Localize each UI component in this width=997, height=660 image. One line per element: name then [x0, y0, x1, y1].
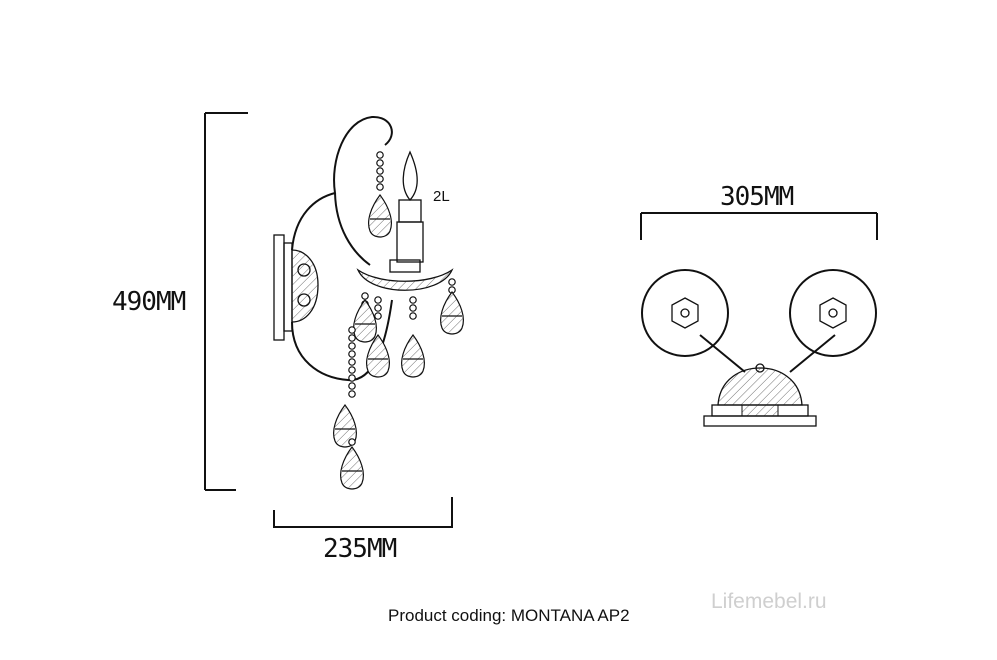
- width-dimension: 235MM: [273, 497, 453, 564]
- lamp-count-label: 2L: [433, 188, 450, 205]
- height-dimension: 490MM: [112, 112, 248, 491]
- product-caption: Product coding: MONTANA AP2: [388, 606, 630, 625]
- width-label: 235MM: [323, 534, 397, 564]
- span-label: 305MM: [720, 182, 794, 212]
- span-dimension: 305MM: [640, 182, 878, 240]
- height-label: 490MM: [112, 287, 186, 317]
- sconce-top-view: [641, 269, 877, 427]
- sconce-side-view: 2L: [273, 115, 465, 490]
- watermark: Lifemebel.ru: [711, 590, 827, 613]
